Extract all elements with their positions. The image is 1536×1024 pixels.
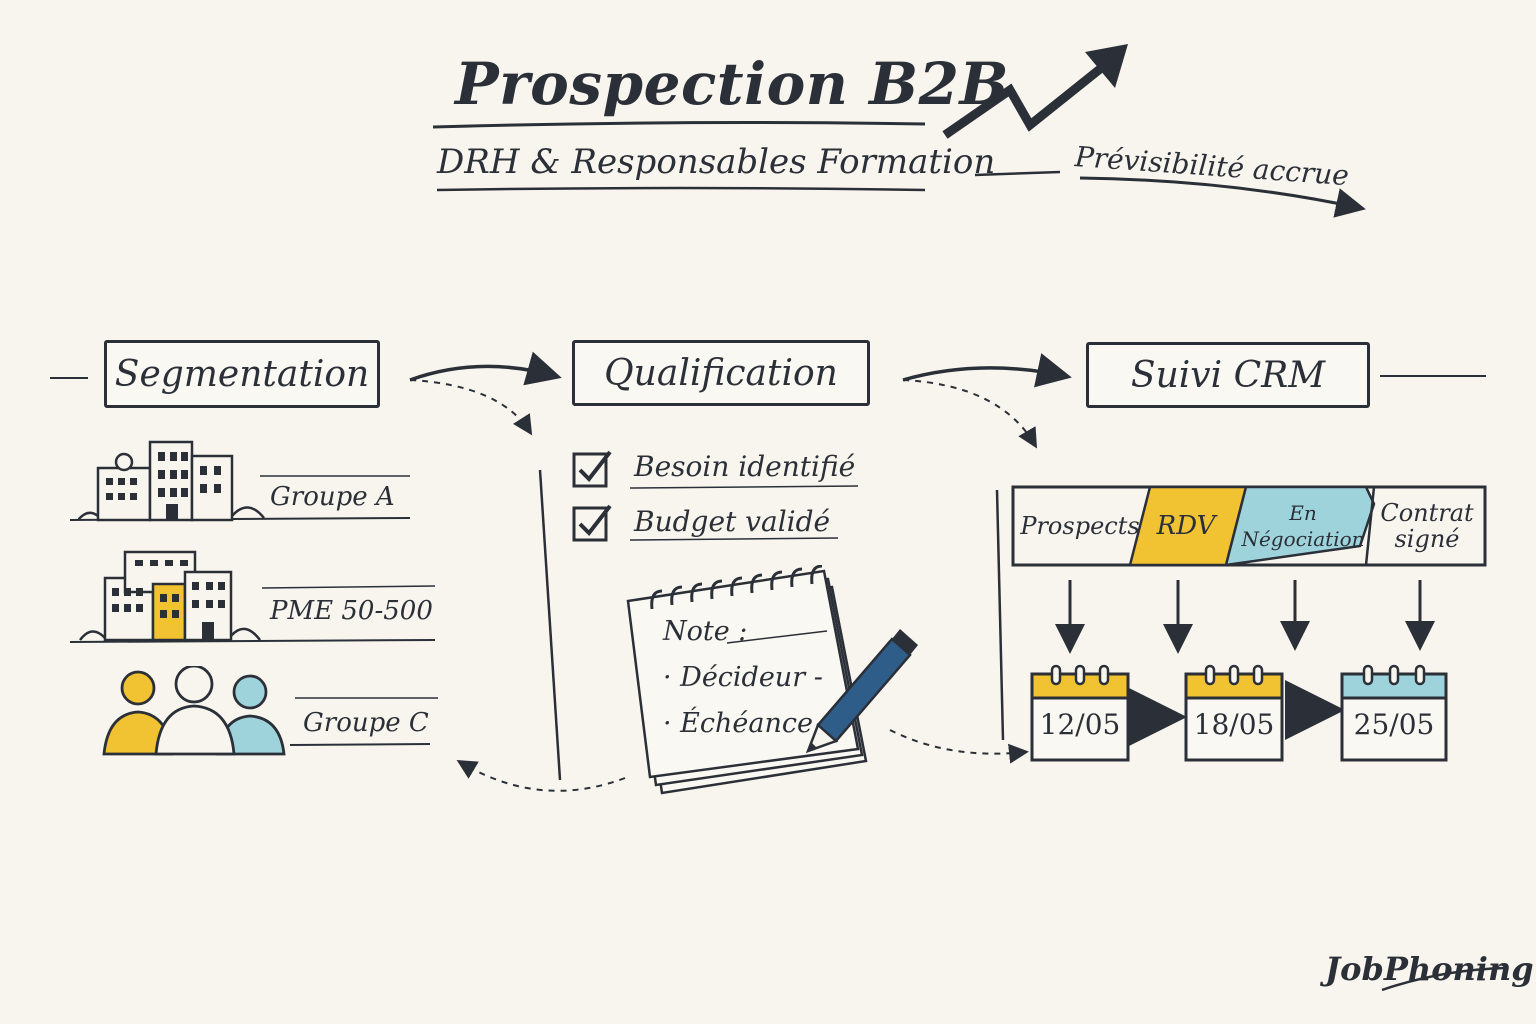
page-subtitle: DRH & Responsables Formation [437,142,996,182]
pen-icon [805,629,918,754]
stage-qualification: Qualification [572,340,870,406]
calendar-icon [1184,664,1284,762]
page-title: Prospection B2B [455,50,1010,118]
calendar-date-3: 25/05 [1353,708,1435,741]
segment-label-groupe-a: Groupe A [270,482,395,512]
checkbox-checked-icon [572,504,612,542]
notepad-item-decideur: · Décideur - [663,662,823,693]
pipeline-stage-rdv: RDV [1138,487,1234,565]
stage-segmentation: Segmentation [104,340,380,408]
crm-pipeline-bar [1011,485,1487,567]
pipeline-stage-label: RDV [1156,511,1216,541]
pipeline-stage-negociation: En Négociation [1236,487,1370,565]
calendar-date-1: 12/05 [1039,708,1121,741]
office-buildings-icon [78,440,265,522]
small-business-buildings-icon [79,550,261,642]
pipeline-stage-label: Contrat signé [1380,499,1474,553]
calendar-icon [1030,664,1130,762]
pipeline-stage-prospects: Prospects [1018,487,1142,565]
checkbox-checked-icon [572,450,612,488]
calendar-date-2: 18/05 [1193,708,1275,741]
notepad-item-echeance: · Échéance [663,708,813,739]
stage-segmentation-label: Segmentation [114,353,370,395]
trend-arrow-icon [942,44,1128,139]
pipeline-stage-label: Prospects [1020,512,1140,540]
notepad-icon [626,565,918,795]
people-group-icon [102,666,286,756]
brand-swoosh-icon [1381,966,1506,992]
checklist-item-besoin: Besoin identifié [634,450,856,483]
stage-suivi-crm-label: Suivi CRM [1130,354,1326,396]
segment-label-pme: PME 50-500 [270,596,433,626]
calendar-icon [1340,664,1448,762]
stage-suivi-crm: Suivi CRM [1086,342,1370,408]
pipeline-stage-label: En Négociation [1241,501,1365,551]
stage-qualification-label: Qualification [604,352,838,394]
checklist-item-budget: Budget validé [634,505,831,538]
segment-label-groupe-c: Groupe C [303,708,429,738]
notepad-title: Note : [663,616,748,647]
pipeline-stage-contrat: Contrat signé [1372,487,1482,565]
